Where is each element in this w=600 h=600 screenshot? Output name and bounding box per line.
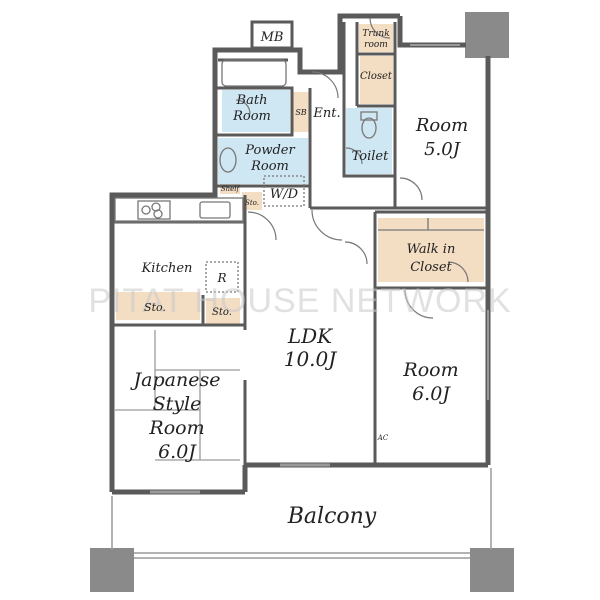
closet-label: Closet — [360, 71, 393, 82]
shelf-label: Shelf — [221, 185, 241, 193]
trunk-room-label-1: Trunk — [362, 29, 389, 39]
sto-mid-fill — [206, 298, 240, 324]
sto-left-fill — [116, 292, 200, 320]
room-labels: MB Trunk room Closet Bath Room SB Ent. T… — [130, 29, 469, 529]
walk-in-closet-fill — [378, 218, 484, 282]
sb-fill — [292, 92, 310, 132]
room-north-label-2: 5.0J — [424, 139, 462, 160]
fridge-space — [205, 261, 239, 293]
door-swings — [235, 17, 469, 319]
sto-small-label: Sto. — [245, 199, 259, 207]
bath-label-2: Room — [232, 109, 271, 124]
sink — [199, 201, 231, 219]
room-north-label-1: Room — [415, 115, 468, 136]
room-fills — [116, 24, 484, 324]
washer-space — [263, 175, 305, 207]
ldk-label-1: LDK — [287, 324, 333, 348]
bath-label-1: Bath — [236, 93, 268, 108]
r-mark-label: R — [216, 271, 226, 285]
kitchen-label: Kitchen — [141, 261, 193, 276]
inner-walls — [112, 20, 488, 465]
kitchen-counter — [114, 197, 244, 223]
pillar-top-right — [465, 12, 509, 58]
closet-fill — [360, 56, 393, 104]
room-east-label-1: Room — [402, 359, 458, 381]
toilet-fill — [346, 108, 392, 174]
sto-left-label: Sto. — [144, 301, 166, 314]
toilet-label: Toilet — [352, 149, 389, 164]
japanese-label-2: Style — [153, 393, 202, 415]
walk-in-label-2: Closet — [410, 260, 452, 275]
sto-small-fill — [242, 192, 262, 210]
pillars — [90, 12, 514, 592]
powder-label-2: Room — [250, 159, 289, 174]
sto-mid-label: Sto. — [212, 307, 232, 318]
japanese-label-4: 6.0J — [158, 441, 197, 463]
watermark: PITAT HOUSE NETWORK — [88, 282, 511, 320]
sb-label: SB — [295, 108, 306, 117]
wd-label: W/D — [270, 187, 299, 202]
ac-label: AC — [377, 434, 389, 442]
mb-label: MB — [260, 30, 284, 45]
shelf-fill — [220, 184, 240, 194]
ent-label: Ent. — [312, 106, 340, 121]
japanese-label-1: Japanese — [130, 369, 221, 391]
room-east-label-2: 6.0J — [412, 383, 451, 405]
bath-room-fill — [222, 90, 290, 132]
trunk-room-label-2: room — [364, 40, 388, 50]
ldk-label-2: 10.0J — [284, 347, 338, 371]
walk-in-label-1: Walk in — [407, 242, 456, 257]
balcony-area — [111, 44, 492, 559]
stove — [137, 200, 171, 220]
japanese-label-3: Room — [148, 417, 204, 439]
fixtures — [114, 59, 484, 461]
bathtub — [221, 59, 287, 87]
pillar-bottom-right — [470, 548, 514, 592]
pillar-bottom-left — [90, 548, 134, 592]
balcony-label: Balcony — [287, 504, 377, 529]
powder-label-1: Powder — [244, 143, 295, 158]
toilet-bowl — [361, 117, 377, 139]
washbasin — [219, 147, 237, 173]
